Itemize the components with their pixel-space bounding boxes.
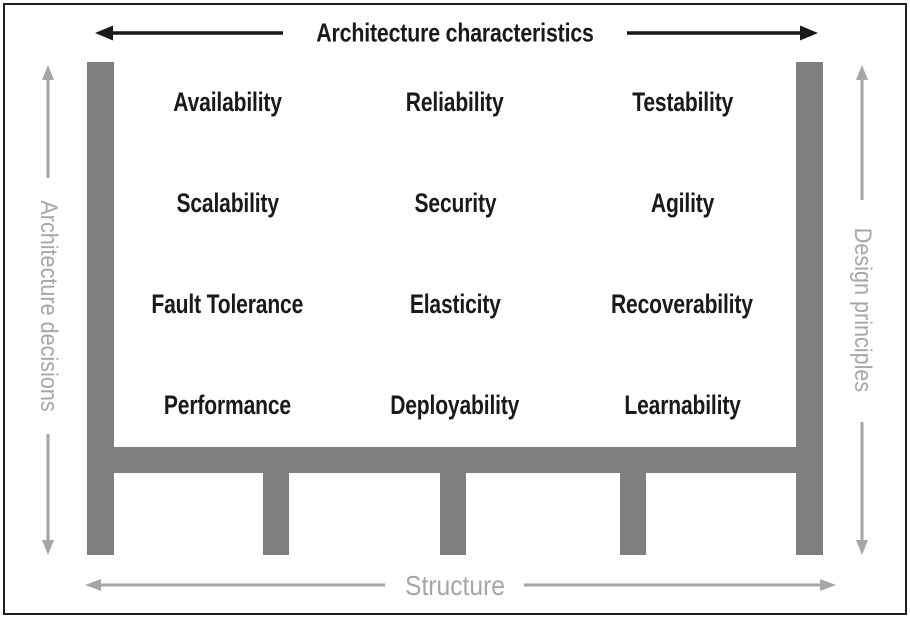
characteristic-label: Recoverability	[611, 289, 754, 319]
characteristic-item: Deployability	[341, 355, 568, 456]
right-pillar-bar	[796, 62, 823, 555]
characteristic-label: Testability	[631, 87, 733, 117]
characteristic-label: Agility	[650, 188, 714, 218]
characteristic-label: Performance	[164, 390, 292, 420]
right-axis-label: Design principles	[849, 227, 876, 393]
characteristic-label: Scalability	[176, 188, 279, 218]
characteristic-item: Reliability	[341, 52, 568, 153]
diagram-title: Architecture characteristics	[316, 17, 594, 48]
characteristic-item: Recoverability	[569, 254, 796, 355]
structure-leg-3	[620, 473, 646, 555]
bottom-beam-bar	[87, 447, 823, 473]
characteristic-item: Fault Tolerance	[114, 254, 341, 355]
characteristic-label: Elasticity	[409, 289, 501, 319]
characteristic-item: Scalability	[114, 153, 341, 254]
characteristic-item: Elasticity	[341, 254, 568, 355]
characteristic-item: Learnability	[569, 355, 796, 456]
characteristic-label: Learnability	[624, 390, 741, 420]
characteristic-label: Security	[414, 188, 496, 218]
characteristic-label: Deployability	[390, 390, 520, 420]
characteristic-item: Performance	[114, 355, 341, 456]
characteristic-item: Agility	[569, 153, 796, 254]
characteristic-item: Security	[341, 153, 568, 254]
characteristic-item: Testability	[569, 52, 796, 153]
structure-leg-1	[263, 473, 289, 555]
structure-leg-2	[440, 473, 466, 555]
characteristic-label: Availability	[173, 87, 282, 117]
left-pillar-bar	[87, 62, 114, 555]
characteristic-label: Reliability	[406, 87, 504, 117]
bottom-axis-label: Structure	[405, 570, 505, 601]
left-axis-label: Architecture decisions	[35, 200, 62, 412]
characteristic-label: Fault Tolerance	[151, 289, 304, 319]
characteristics-grid: Availability Reliability Testability Sca…	[114, 52, 796, 456]
characteristic-item: Availability	[114, 52, 341, 153]
